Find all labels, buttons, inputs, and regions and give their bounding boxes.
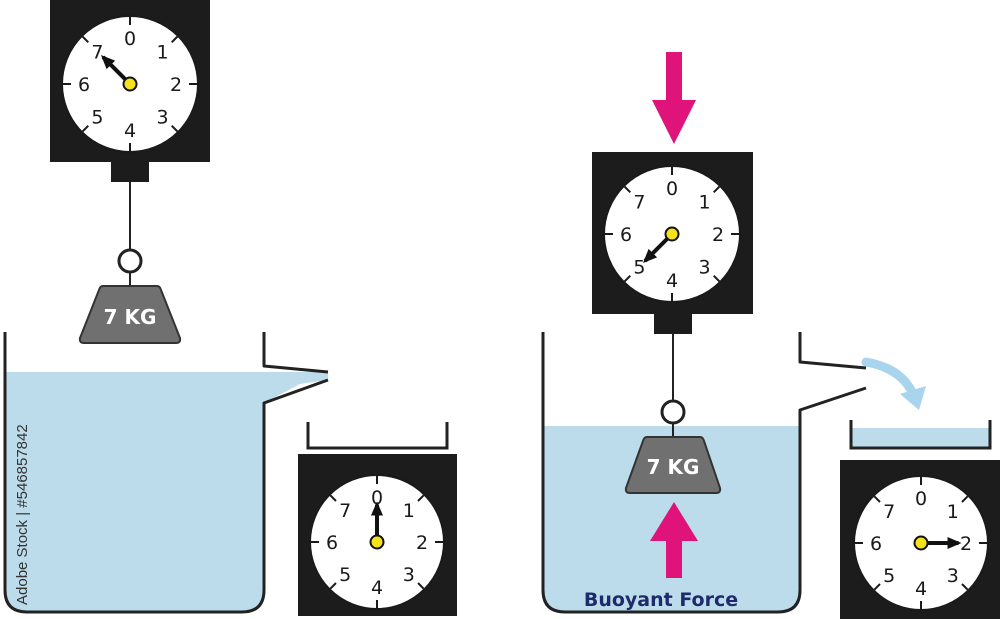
dial-needle-head	[100, 54, 116, 70]
dial-number: 7	[883, 501, 895, 523]
dial-number: 0	[371, 487, 383, 509]
dial-tick	[623, 275, 631, 283]
dial-tick	[171, 125, 179, 133]
left-weight: 7 KG	[78, 285, 182, 344]
scale-hook-mount	[111, 160, 149, 182]
dial-tick	[713, 185, 721, 193]
dial-number: 4	[124, 120, 136, 142]
dial-tick	[329, 582, 337, 590]
dial-number: 1	[947, 501, 959, 523]
hook-ring	[117, 248, 143, 274]
dial-number: 2	[960, 533, 972, 555]
dial-tick	[81, 35, 89, 43]
weight-body	[78, 285, 182, 344]
right-tank	[541, 332, 867, 614]
dial-number: 6	[870, 533, 882, 555]
dial-pivot	[122, 76, 138, 92]
dial-number: 3	[698, 257, 710, 279]
dial-number: 2	[416, 532, 428, 554]
dial-number: 5	[91, 107, 103, 129]
dial-number: 1	[156, 41, 168, 63]
dial-tick	[417, 494, 425, 502]
dial-tick	[873, 583, 881, 591]
dial-number: 3	[947, 565, 959, 587]
dial-needle-head	[642, 248, 658, 264]
left-catch-container	[306, 422, 449, 450]
weight-label: 7 KG	[647, 455, 700, 479]
dial-number: 1	[403, 500, 415, 522]
left-tank-water	[5, 372, 328, 612]
dial-number: 5	[633, 257, 645, 279]
dial-number: 6	[326, 532, 338, 554]
dial-number: 3	[403, 564, 415, 586]
dial-number: 7	[633, 191, 645, 213]
dial-tick	[873, 495, 881, 503]
dial-number: 0	[915, 488, 927, 510]
dial-number: 3	[156, 107, 168, 129]
dial-tick	[417, 582, 425, 590]
dial-tick	[623, 185, 631, 193]
dial-pivot	[664, 226, 680, 242]
weight-body	[624, 436, 722, 494]
dial-pivot	[369, 534, 385, 550]
dial-number: 4	[666, 270, 678, 292]
overflow-arrow-head	[900, 386, 926, 410]
dial-tick	[961, 583, 969, 591]
dial-tick	[171, 35, 179, 43]
dial-number: 7	[339, 500, 351, 522]
dial-number: 4	[371, 577, 383, 599]
dial-number: 0	[124, 28, 136, 50]
buoyant-force-arrow	[650, 502, 698, 578]
buoyant-force-label: Buoyant Force	[584, 589, 738, 611]
dial-number: 6	[78, 74, 90, 96]
dial-needle-head	[947, 537, 962, 549]
dial-tick	[961, 495, 969, 503]
scale-hook-mount	[654, 312, 692, 334]
dial-pivot	[913, 535, 929, 551]
hook-ring	[660, 399, 686, 425]
dial-number: 5	[883, 565, 895, 587]
right-tank-spout	[798, 332, 867, 370]
right-weight: 7 KG	[624, 436, 722, 494]
right-catch-container	[849, 420, 992, 450]
dial-tick	[81, 125, 89, 133]
dial-number: 4	[915, 578, 927, 600]
weight-label: 7 KG	[104, 305, 157, 329]
dial-number: 6	[620, 224, 632, 246]
dial-number: 1	[698, 191, 710, 213]
dial-number: 2	[170, 74, 182, 96]
dial-tick	[713, 275, 721, 283]
dial-number: 0	[666, 178, 678, 200]
left-tank-spout	[262, 332, 329, 374]
dial-number: 7	[91, 41, 103, 63]
downward-force-arrow	[652, 52, 696, 144]
dial-needle-head	[371, 501, 383, 516]
right-catch-water	[851, 428, 990, 448]
overflow-arrow	[861, 357, 917, 397]
dial-tick	[329, 494, 337, 502]
dial-number: 5	[339, 564, 351, 586]
watermark-text: Adobe Stock | #546857842	[14, 424, 31, 605]
dial-number: 2	[712, 224, 724, 246]
left-tank	[3, 332, 329, 614]
